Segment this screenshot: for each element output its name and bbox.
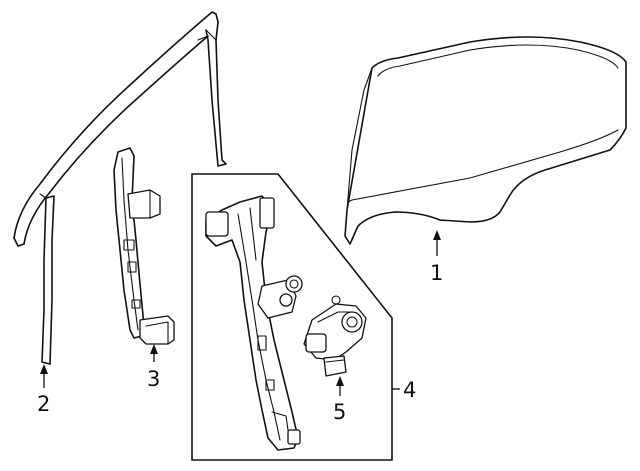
window-channel (13, 11, 227, 365)
callout-5: 5 (333, 400, 346, 424)
window-regulator (205, 195, 303, 451)
callout-4: 4 (403, 378, 416, 402)
callout-1: 1 (430, 261, 443, 285)
guide-rail (113, 147, 175, 345)
window-motor (303, 295, 367, 377)
callout-2: 2 (37, 392, 50, 416)
callout-leaders (40, 230, 441, 396)
door-glass (344, 36, 627, 245)
callout-3: 3 (147, 367, 160, 391)
